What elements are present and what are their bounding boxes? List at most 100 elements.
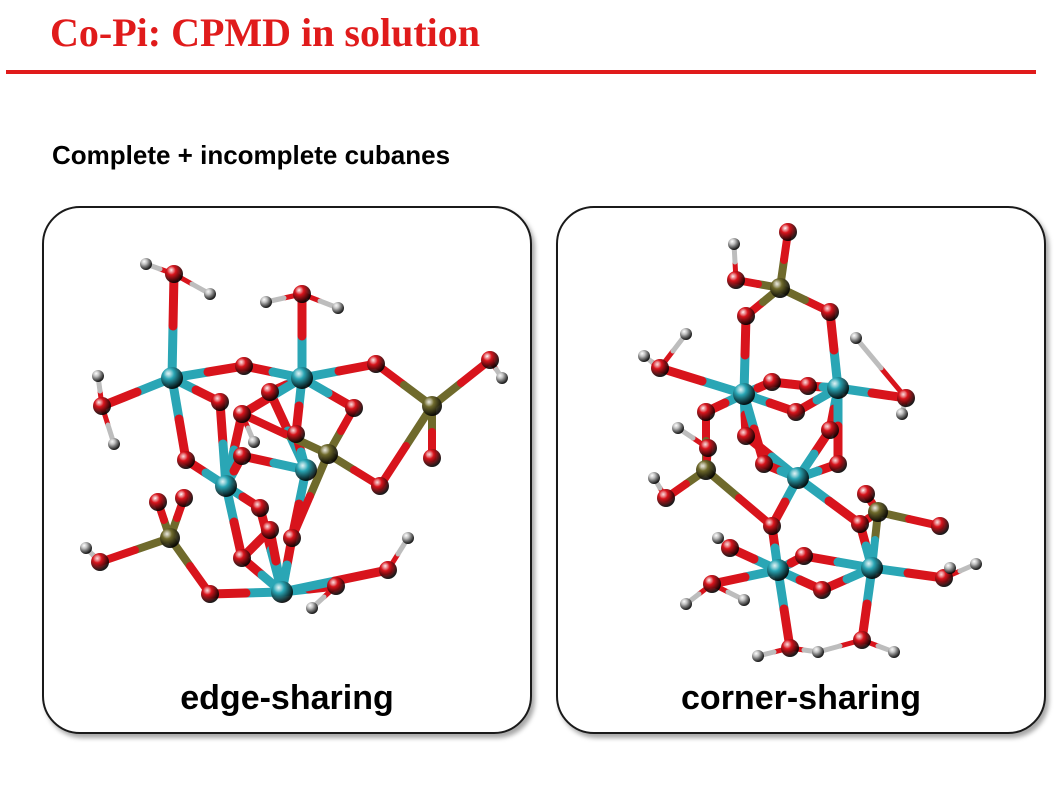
hydrogen-atom (260, 296, 272, 308)
oxygen-atom (287, 425, 305, 443)
phosphorus-atom (770, 278, 790, 298)
oxygen-atom (233, 405, 251, 423)
oxygen-atom (201, 585, 219, 603)
hydrogen-atom (306, 602, 318, 614)
cobalt-atom (861, 557, 883, 579)
oxygen-atom (93, 397, 111, 415)
hydrogen-atom (108, 438, 120, 450)
hydrogen-atom (672, 422, 684, 434)
oxygen-atom (697, 403, 715, 421)
bond-sticks (641, 228, 979, 659)
hydrogen-atom (712, 532, 724, 544)
phosphorus-atom (160, 528, 180, 548)
oxygen-atom (175, 489, 193, 507)
hydrogen-atom (944, 562, 956, 574)
oxygen-atom (851, 515, 869, 533)
phosphorus-atom (318, 444, 338, 464)
oxygen-atom (703, 575, 721, 593)
phosphorus-atom (696, 460, 716, 480)
bond (853, 335, 884, 371)
oxygen-atom (261, 521, 279, 539)
atom-spheres (80, 258, 508, 614)
hydrogen-atom (80, 542, 92, 554)
oxygen-atom (293, 285, 311, 303)
oxygen-atom (367, 355, 385, 373)
atom-spheres (638, 223, 982, 662)
oxygen-atom (251, 499, 269, 517)
edge-sharing-panel: edge-sharing (42, 206, 532, 734)
cobalt-atom (787, 467, 809, 489)
corner-sharing-molecule (638, 223, 982, 662)
hydrogen-atom (850, 332, 862, 344)
slide-title: Co-Pi: CPMD in solution (50, 10, 480, 55)
hydrogen-atom (204, 288, 216, 300)
oxygen-atom (853, 631, 871, 649)
oxygen-atom (821, 421, 839, 439)
oxygen-atom (211, 393, 229, 411)
cobalt-atom (215, 475, 237, 497)
hydrogen-atom (888, 646, 900, 658)
oxygen-atom (371, 477, 389, 495)
hydrogen-atom (92, 370, 104, 382)
oxygen-atom (233, 549, 251, 567)
hydrogen-atom (248, 436, 260, 448)
oxygen-atom (379, 561, 397, 579)
oxygen-atom (345, 399, 363, 417)
hydrogen-atom (752, 650, 764, 662)
hydrogen-atom (140, 258, 152, 270)
oxygen-atom (149, 493, 167, 511)
hydrogen-atom (812, 646, 824, 658)
hydrogen-atom (680, 328, 692, 340)
oxygen-atom (781, 639, 799, 657)
cobalt-atom (291, 367, 313, 389)
cobalt-atom (271, 581, 293, 603)
corner-sharing-caption: corner-sharing (681, 679, 921, 717)
hydrogen-atom (638, 350, 650, 362)
oxygen-atom (481, 351, 499, 369)
oxygen-atom (829, 455, 847, 473)
oxygen-atom (779, 223, 797, 241)
title-underline (6, 70, 1036, 74)
phosphorus-atom (422, 396, 442, 416)
oxygen-atom (737, 307, 755, 325)
cobalt-atom (733, 383, 755, 405)
oxygen-atom (737, 427, 755, 445)
oxygen-atom (657, 489, 675, 507)
oxygen-atom (721, 539, 739, 557)
hydrogen-atom (970, 558, 982, 570)
oxygen-atom (897, 389, 915, 407)
phosphorus-atom (868, 502, 888, 522)
oxygen-atom (235, 357, 253, 375)
oxygen-atom (727, 271, 745, 289)
oxygen-atom (283, 529, 301, 547)
hydrogen-atom (738, 594, 750, 606)
cobalt-atom (295, 459, 317, 481)
edge-sharing-molecule (80, 258, 508, 614)
oxygen-atom (857, 485, 875, 503)
oxygen-atom (799, 377, 817, 395)
slide-subtitle: Complete + incomplete cubanes (52, 140, 451, 170)
oxygen-atom (755, 455, 773, 473)
cobalt-atom (827, 377, 849, 399)
hydrogen-atom (648, 472, 660, 484)
corner-sharing-panel: corner-sharing (556, 206, 1046, 734)
cobalt-atom (767, 559, 789, 581)
hydrogen-atom (332, 302, 344, 314)
bond (330, 565, 393, 586)
hydrogen-atom (728, 238, 740, 250)
hydrogen-atom (402, 532, 414, 544)
oxygen-atom (795, 547, 813, 565)
oxygen-atom (821, 303, 839, 321)
oxygen-atom (651, 359, 669, 377)
oxygen-atom (177, 451, 195, 469)
hydrogen-atom (680, 598, 692, 610)
oxygen-atom (763, 373, 781, 391)
oxygen-atom (699, 439, 717, 457)
oxygen-atom (165, 265, 183, 283)
hydrogen-atom (896, 408, 908, 420)
oxygen-atom (233, 447, 251, 465)
oxygen-atom (261, 383, 279, 401)
oxygen-atom (787, 403, 805, 421)
oxygen-atom (91, 553, 109, 571)
oxygen-atom (813, 581, 831, 599)
